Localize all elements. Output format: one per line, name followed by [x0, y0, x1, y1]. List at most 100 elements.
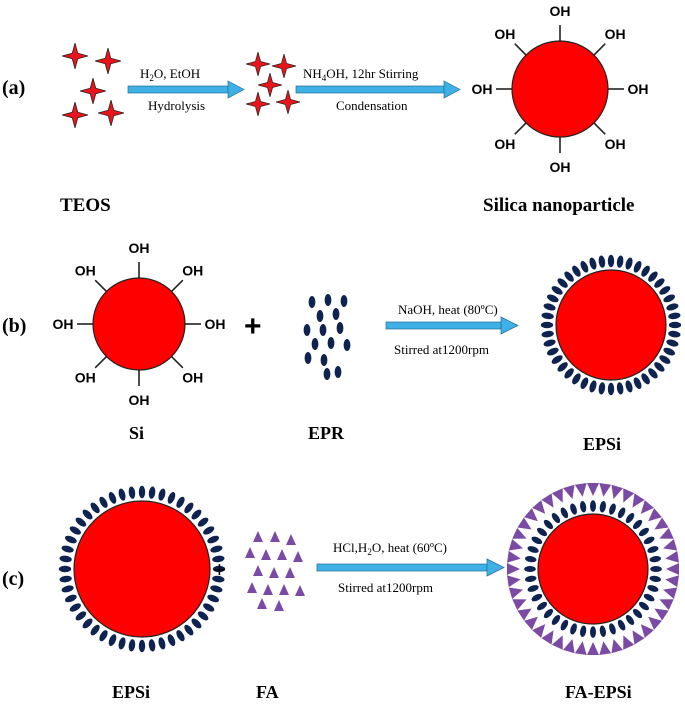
epr-oval	[540, 321, 554, 329]
step2-label: Condensation	[336, 98, 408, 113]
epr-dot	[324, 294, 332, 306]
fa-triangle	[623, 488, 635, 503]
epr-oval	[599, 501, 606, 513]
fa-triangle	[640, 624, 654, 638]
oh-label: OH	[628, 81, 649, 97]
epr-oval	[572, 265, 581, 277]
fa-triangle	[245, 547, 255, 558]
epr-oval	[649, 556, 661, 563]
epr-oval	[666, 303, 679, 311]
epr-oval	[580, 377, 589, 390]
sphere	[92, 277, 186, 371]
epr-oval	[580, 625, 587, 637]
fa-triangle	[574, 641, 587, 655]
step1-label: Hydrolysis	[148, 98, 205, 113]
oh-label: OH	[53, 316, 74, 332]
intermediate-star	[258, 73, 282, 97]
arrow-b-stirring: Stirred at1200rpm	[394, 342, 489, 357]
epr-oval	[633, 377, 642, 390]
epr-oval	[90, 624, 100, 636]
sphere	[537, 513, 649, 625]
sphere	[73, 500, 211, 638]
epr-oval	[167, 492, 176, 504]
epr-oval	[589, 380, 597, 393]
epr-oval	[560, 619, 569, 631]
epr-oval	[99, 630, 108, 642]
epr-oval	[668, 330, 681, 338]
fa-triangle	[640, 500, 654, 514]
teos-stars	[62, 43, 124, 128]
epr-oval	[58, 565, 72, 573]
fa-triangle	[611, 639, 623, 654]
fa-triangle	[532, 500, 546, 514]
epr-oval	[625, 513, 635, 524]
epr-oval	[541, 330, 554, 338]
oh-label: OH	[205, 316, 226, 332]
epr-dots	[303, 294, 351, 380]
epr-dot	[311, 338, 319, 350]
fa-triangle	[659, 527, 674, 539]
fa-triangle	[665, 575, 679, 588]
fa-triangle	[512, 527, 527, 539]
epr-oval	[590, 500, 596, 512]
oh-label: OH	[605, 136, 626, 152]
panel-a-label: (a)	[2, 77, 25, 99]
epr-oval	[148, 486, 156, 499]
fa-triangle	[261, 549, 271, 560]
epr-oval	[128, 486, 136, 499]
epsi-particle-c	[58, 485, 226, 653]
teos-star	[80, 78, 106, 104]
oh-bond	[170, 279, 184, 293]
panel-c-label: (c)	[2, 568, 24, 590]
epr-oval	[663, 347, 676, 356]
fa-triangle	[574, 483, 587, 497]
fa-triangle	[587, 483, 599, 496]
intermediate-star	[246, 92, 270, 116]
oh-bond	[514, 43, 527, 56]
fa-triangle	[517, 608, 532, 621]
epr-oval	[649, 575, 661, 582]
oh-bond	[94, 355, 108, 369]
fa-triangles	[245, 531, 305, 611]
epr-oval	[616, 255, 624, 268]
oh-label: OH	[75, 370, 96, 386]
arrow-condensation	[295, 80, 461, 99]
epr-oval	[59, 555, 72, 563]
epr-oval	[128, 639, 136, 652]
fa-triangle	[293, 551, 303, 562]
epr-oval	[210, 545, 223, 553]
epr-oval	[668, 312, 681, 320]
teos-star	[95, 48, 121, 74]
epr-oval	[543, 519, 554, 530]
epr-oval	[654, 278, 665, 288]
fa-triangle	[541, 493, 554, 508]
epr-oval	[203, 603, 215, 612]
epr-oval	[541, 312, 554, 320]
fa-triangle	[274, 600, 284, 611]
plus-sign-c: +	[213, 557, 226, 582]
epr-oval	[212, 555, 225, 563]
epr-oval	[564, 368, 574, 379]
epr-oval	[167, 634, 176, 646]
epr-oval	[82, 618, 93, 629]
fa-triangle	[257, 598, 267, 609]
epr-oval	[648, 271, 658, 282]
step2-conditions: NH4OH, 12hr Stirring	[303, 66, 419, 83]
epr-oval	[570, 503, 577, 515]
epr-oval	[184, 624, 194, 636]
fa-triangle	[611, 484, 623, 499]
epr-dot	[327, 337, 335, 349]
oh-bond	[94, 279, 108, 293]
fa-triangle	[270, 531, 280, 542]
epr-oval	[617, 507, 626, 519]
epr-label: EPR	[308, 423, 345, 443]
fa-triangle	[663, 587, 678, 599]
epr-dot	[304, 352, 312, 364]
fa-triangle	[665, 550, 679, 563]
epr-oval	[616, 382, 624, 395]
fa-triangle	[517, 517, 532, 530]
epr-oval	[525, 556, 537, 563]
oh-bond	[514, 122, 527, 135]
